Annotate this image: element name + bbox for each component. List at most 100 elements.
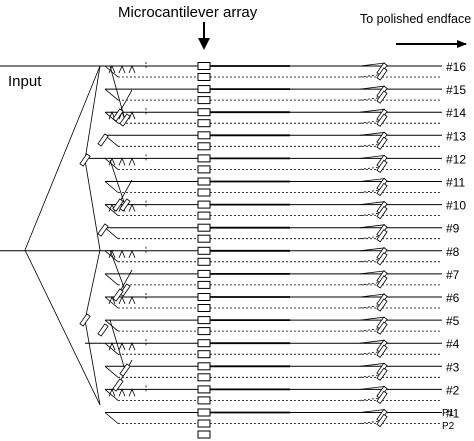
taper xyxy=(359,62,386,67)
cantilever xyxy=(197,257,211,266)
cantilever xyxy=(197,280,211,289)
output-mirror xyxy=(376,90,388,104)
splitter-mirror xyxy=(119,113,131,127)
cantilever xyxy=(197,408,211,417)
taper xyxy=(359,155,386,159)
splitter-mirror xyxy=(79,313,91,327)
channel-label: #10 xyxy=(446,199,466,213)
splitter-branch xyxy=(109,319,126,371)
endface-label: To polished endface xyxy=(360,12,471,26)
taper xyxy=(359,409,386,413)
output-mirror xyxy=(376,298,388,312)
arrow-tick xyxy=(128,388,136,397)
splitter-branch xyxy=(109,249,126,291)
branch-link xyxy=(104,204,119,216)
cantilever xyxy=(197,119,211,128)
splitter-branch xyxy=(109,159,126,206)
arrow-tick xyxy=(108,157,116,166)
splitter-mirror xyxy=(112,378,124,392)
cantilever xyxy=(197,96,211,105)
diagram-title: Microcantilever array xyxy=(118,4,258,21)
channel-label: #6 xyxy=(446,291,460,305)
arrow-tick xyxy=(108,388,116,397)
cantilever xyxy=(197,396,211,405)
splitter-branch xyxy=(24,249,101,406)
cantilever xyxy=(197,131,211,140)
channel-label: #5 xyxy=(446,314,460,328)
splitter-mirror xyxy=(119,363,131,377)
cantilever xyxy=(197,339,211,348)
taper xyxy=(359,339,386,344)
output-mirror xyxy=(376,252,388,266)
input-label: Input xyxy=(8,73,42,90)
channel-label: #3 xyxy=(446,360,460,374)
arrow-tick xyxy=(118,249,126,258)
cantilever xyxy=(197,154,211,163)
splitter-mirror xyxy=(97,133,109,147)
cantilever xyxy=(197,419,211,428)
branch-link xyxy=(104,389,119,401)
arrow-tick xyxy=(108,295,116,305)
branch-link xyxy=(104,365,119,378)
arrow-tick xyxy=(118,64,126,74)
channel-label: #9 xyxy=(446,222,460,236)
output-mirror xyxy=(376,182,388,197)
arrow-tick xyxy=(118,295,126,305)
arrow-tick xyxy=(128,295,136,305)
p1-label: P1 xyxy=(442,408,455,419)
cantilever xyxy=(197,223,211,232)
taper xyxy=(359,362,386,367)
channel-label: #14 xyxy=(446,106,466,120)
arrow-tick xyxy=(128,203,136,212)
taper xyxy=(359,316,386,321)
branch-link xyxy=(104,250,119,263)
taper xyxy=(359,224,386,229)
output-mirror xyxy=(376,136,388,150)
cantilever xyxy=(197,211,211,220)
channel-label: #12 xyxy=(446,152,466,166)
splitter-mirror xyxy=(79,153,91,167)
cantilever xyxy=(197,200,211,209)
array-arrow-head xyxy=(198,38,210,50)
channel-label: #15 xyxy=(446,83,466,97)
cantilever xyxy=(197,269,211,278)
channel-label: #2 xyxy=(446,383,460,397)
arrow-tick xyxy=(128,64,136,74)
branch-link xyxy=(104,412,119,424)
splitter-mirror xyxy=(97,223,109,237)
splitter-mirror xyxy=(112,288,124,302)
cantilever xyxy=(197,430,211,439)
branch-link xyxy=(104,88,119,101)
output-mirror xyxy=(376,159,388,174)
cantilever xyxy=(197,350,211,359)
splitter-mirror xyxy=(97,323,109,337)
cantilever xyxy=(197,304,211,312)
arrow-tick xyxy=(118,157,126,166)
cantilever xyxy=(197,188,211,197)
splitter-branch xyxy=(84,249,101,321)
output-mirror xyxy=(376,390,388,405)
cantilever xyxy=(197,246,211,255)
waveguide-network: #16#15#14#13#12#11#10#9#8#7#6#5#4#3#2#1 xyxy=(0,60,466,439)
cantilever xyxy=(197,362,211,371)
taper xyxy=(359,247,386,252)
cantilever xyxy=(197,177,211,186)
output-mirror xyxy=(376,67,388,81)
channel-label: #4 xyxy=(446,337,460,351)
cantilever xyxy=(197,234,211,243)
taper xyxy=(359,178,386,182)
taper xyxy=(359,201,386,205)
taper xyxy=(359,270,386,275)
splitter-mirror xyxy=(119,283,131,297)
channel-label: #13 xyxy=(446,129,466,143)
channel-label: #1 xyxy=(446,407,460,421)
arrow-tick xyxy=(128,157,136,166)
cantilever xyxy=(197,73,211,81)
branch-link xyxy=(104,181,119,193)
cantilever xyxy=(197,142,211,151)
taper xyxy=(359,293,386,298)
taper xyxy=(359,386,386,390)
splitter-branch xyxy=(84,319,101,406)
splitter-branch xyxy=(84,65,101,161)
